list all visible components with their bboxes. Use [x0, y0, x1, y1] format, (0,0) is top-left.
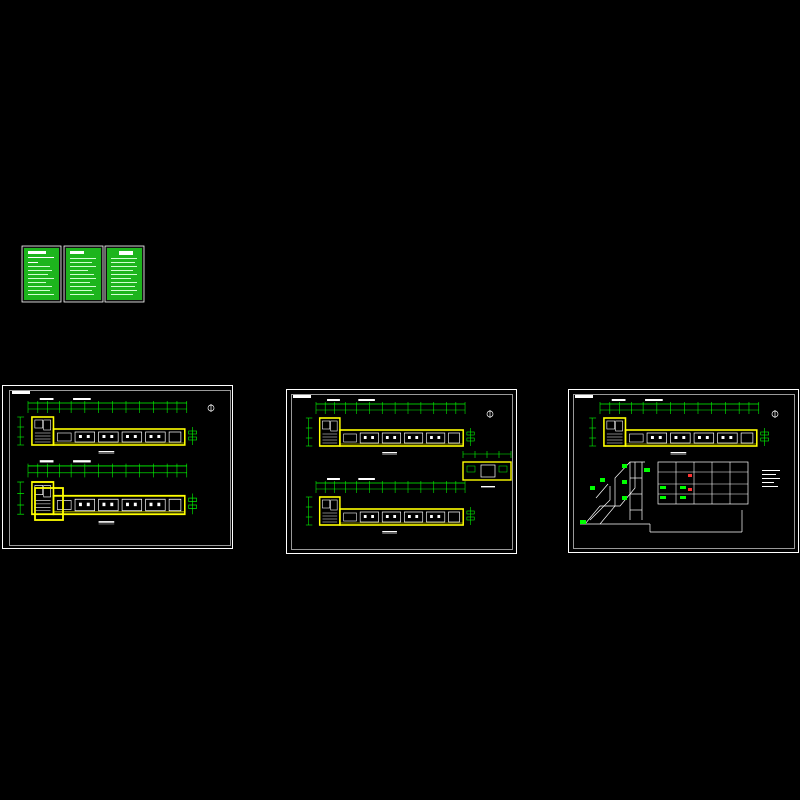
- cover-sheets-group: [21, 245, 145, 303]
- riser-diagram: [580, 461, 743, 533]
- plan-fill-lower: [34, 487, 64, 521]
- floor-plan-upper: [305, 398, 476, 456]
- drawing-sheet-2[interactable]: [286, 389, 517, 554]
- north-arrow-icon: [771, 410, 779, 418]
- cover-sheet-2[interactable]: [63, 245, 104, 303]
- riser-markers: [580, 464, 650, 524]
- floor-plan-upper: [16, 397, 198, 455]
- floor-plan: [588, 398, 770, 456]
- detail-plan: [462, 451, 512, 488]
- north-arrow-icon: [207, 404, 215, 412]
- cover-sheet-1[interactable]: [21, 245, 62, 303]
- drawing-sheet-1[interactable]: [2, 385, 233, 549]
- floor-plan-lower: [305, 477, 476, 535]
- floor-plan-lower: [16, 459, 198, 525]
- cover-sheet-3[interactable]: [104, 245, 145, 303]
- drawing-sheet-3[interactable]: [568, 389, 799, 553]
- system-schematic: [657, 461, 749, 505]
- north-arrow-icon: [486, 410, 494, 418]
- legend-block: [762, 470, 780, 487]
